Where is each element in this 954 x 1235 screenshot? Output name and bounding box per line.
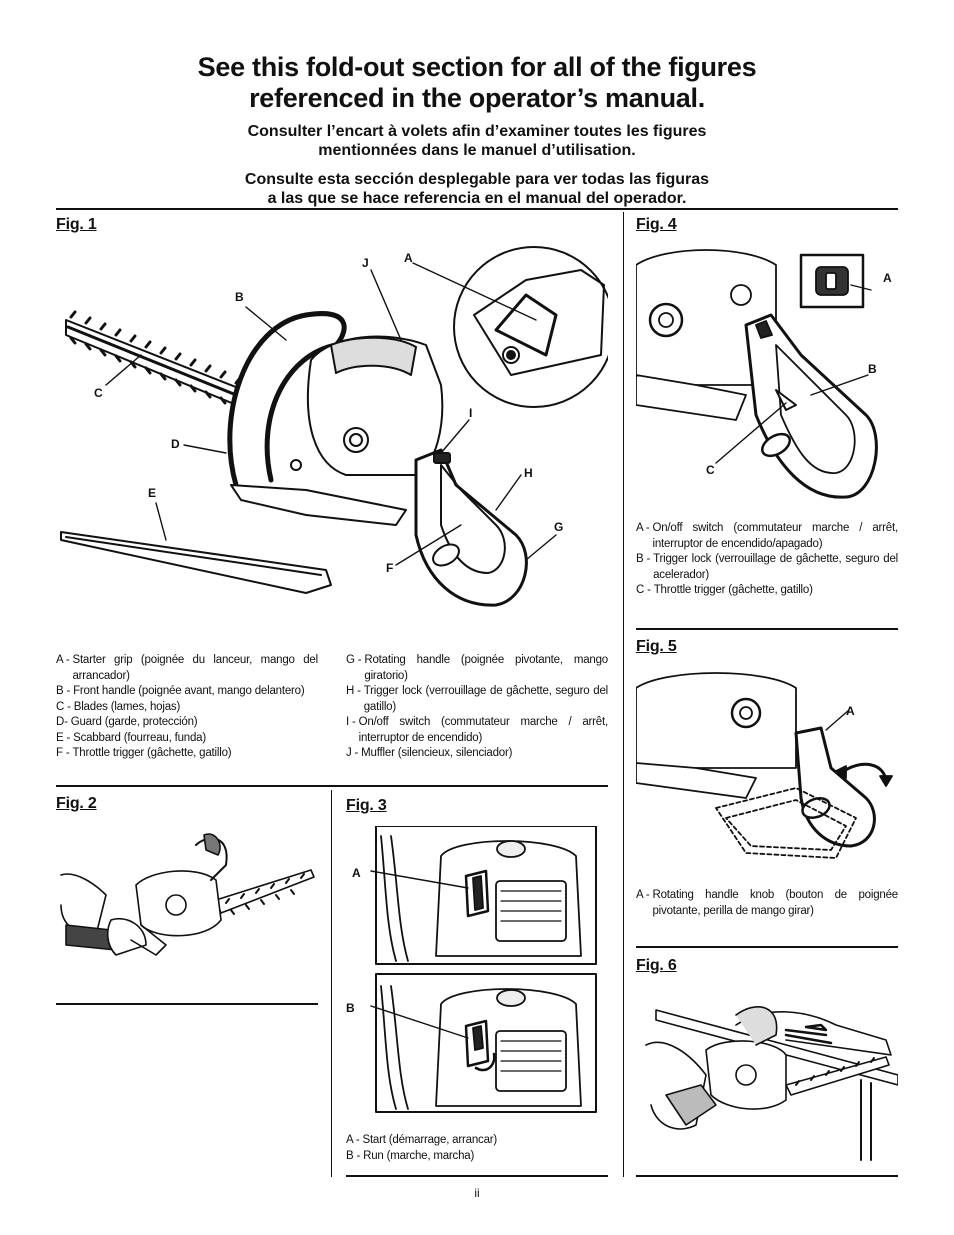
fig4-bottom-rule — [636, 628, 898, 630]
legend-item: A - On/off switch (commutateur marche / … — [636, 522, 898, 550]
fig1-bottom-rule — [56, 785, 608, 787]
legend-item: I - On/off switch (commutateur marche / … — [346, 716, 608, 744]
legend-item: G - Rotating handle (poignée pivotante, … — [346, 654, 608, 682]
fig2-operating-drawing — [56, 825, 318, 985]
fig4-controls-drawing: A B C — [636, 245, 898, 510]
fig3-choke-drawing: A B — [346, 826, 608, 1116]
fig6-cutting-drawing — [636, 985, 898, 1165]
fig5-bottom-rule — [636, 946, 898, 948]
page-title-line-2: referenced in the operator’s manual. — [249, 83, 705, 113]
fig3-callout-b: B — [346, 1001, 355, 1015]
page-title-line-1: See this fold-out section for all of the… — [197, 52, 757, 82]
fig1-callout-j: J — [362, 256, 369, 270]
spanish-note-line-2: a las que se hace referencia en el manua… — [267, 190, 687, 207]
legend-item: B - Front handle (poignée avant, mango d… — [56, 685, 305, 697]
fig1-callout-i: I — [469, 406, 472, 420]
fig1-callout-g: G — [554, 520, 563, 534]
column-divider-right — [623, 212, 624, 1177]
fig5-callout-a: A — [846, 704, 855, 718]
legend-item: C - Throttle trigger (gâchette, gatillo) — [636, 584, 813, 596]
page-number: ii — [474, 1186, 480, 1200]
fig2-bottom-rule — [56, 1003, 318, 1005]
fig4-legend: A - On/off switch (commutateur marche / … — [636, 521, 898, 599]
fig1-hedge-trimmer-drawing: B C D E J A I H G F — [56, 235, 608, 640]
page-header: See this fold-out section for all of the… — [0, 52, 954, 208]
header-rule — [56, 208, 898, 210]
fig4-label: Fig. 4 — [636, 216, 677, 233]
fig1-legend-right: G - Rotating handle (poignée pivotante, … — [346, 653, 608, 762]
legend-item: A - Rotating handle knob (bouton de poig… — [636, 889, 898, 917]
fig3-callout-a: A — [352, 866, 361, 880]
fig3-legend: A - Start (démarrage, arrancar) B - Run … — [346, 1133, 608, 1164]
spanish-note: Consulte esta sección desplegable para v… — [0, 170, 954, 208]
fig4-callout-a: A — [883, 271, 892, 285]
fig5-legend: A - Rotating handle knob (bouton de poig… — [636, 888, 898, 919]
legend-item: B - Trigger lock (verrouillage de gâchet… — [636, 553, 898, 581]
fig1-legend-left: A - Starter grip (poignée du lanceur, ma… — [56, 653, 318, 762]
legend-item: D- Guard (garde, protección) — [56, 716, 198, 728]
fig1-callout-d: D — [171, 437, 180, 451]
french-note-line-2: mentionnées dans le manuel d’utilisation… — [318, 142, 636, 159]
fig5-rotating-handle-drawing: A — [636, 668, 898, 868]
fig1-label: Fig. 1 — [56, 216, 97, 233]
fig3-bottom-rule — [346, 1175, 608, 1177]
fig1-callout-c: C — [94, 386, 103, 400]
fig3-label: Fig. 3 — [346, 797, 387, 814]
fig1-callout-a: A — [404, 251, 413, 265]
legend-item: C - Blades (lames, hojas) — [56, 700, 181, 713]
fig1-callout-h: H — [524, 466, 533, 480]
legend-item: J - Muffler (silencieux, silenciador) — [346, 747, 513, 759]
legend-item: A - Start (démarrage, arrancar) — [346, 1134, 498, 1146]
fig1-callout-f: F — [386, 561, 393, 575]
french-note-line-1: Consulter l’encart à volets afin d’exami… — [247, 123, 707, 140]
fig1-callout-b: B — [235, 290, 244, 304]
legend-item: E - Scabbard (fourreau, funda) — [56, 731, 206, 744]
french-note: Consulter l’encart à volets afin d’exami… — [0, 122, 954, 160]
legend-item: F - Throttle trigger (gâchette, gatillo) — [56, 747, 232, 759]
fig2-label: Fig. 2 — [56, 795, 97, 812]
spanish-note-line-1: Consulte esta sección desplegable para v… — [244, 171, 710, 188]
fig4-callout-c: C — [706, 463, 715, 477]
fig1-callout-e: E — [148, 486, 156, 500]
fig6-label: Fig. 6 — [636, 957, 677, 974]
fig5-label: Fig. 5 — [636, 638, 677, 655]
legend-item: H - Trigger lock (verrouillage de gâchet… — [346, 685, 608, 713]
legend-item: B - Run (marche, marcha) — [346, 1149, 475, 1162]
column-divider-middle — [331, 790, 332, 1177]
legend-item: A - Starter grip (poignée du lanceur, ma… — [56, 654, 318, 682]
fig4-callout-b: B — [868, 362, 877, 376]
fig6-bottom-rule — [636, 1175, 898, 1177]
